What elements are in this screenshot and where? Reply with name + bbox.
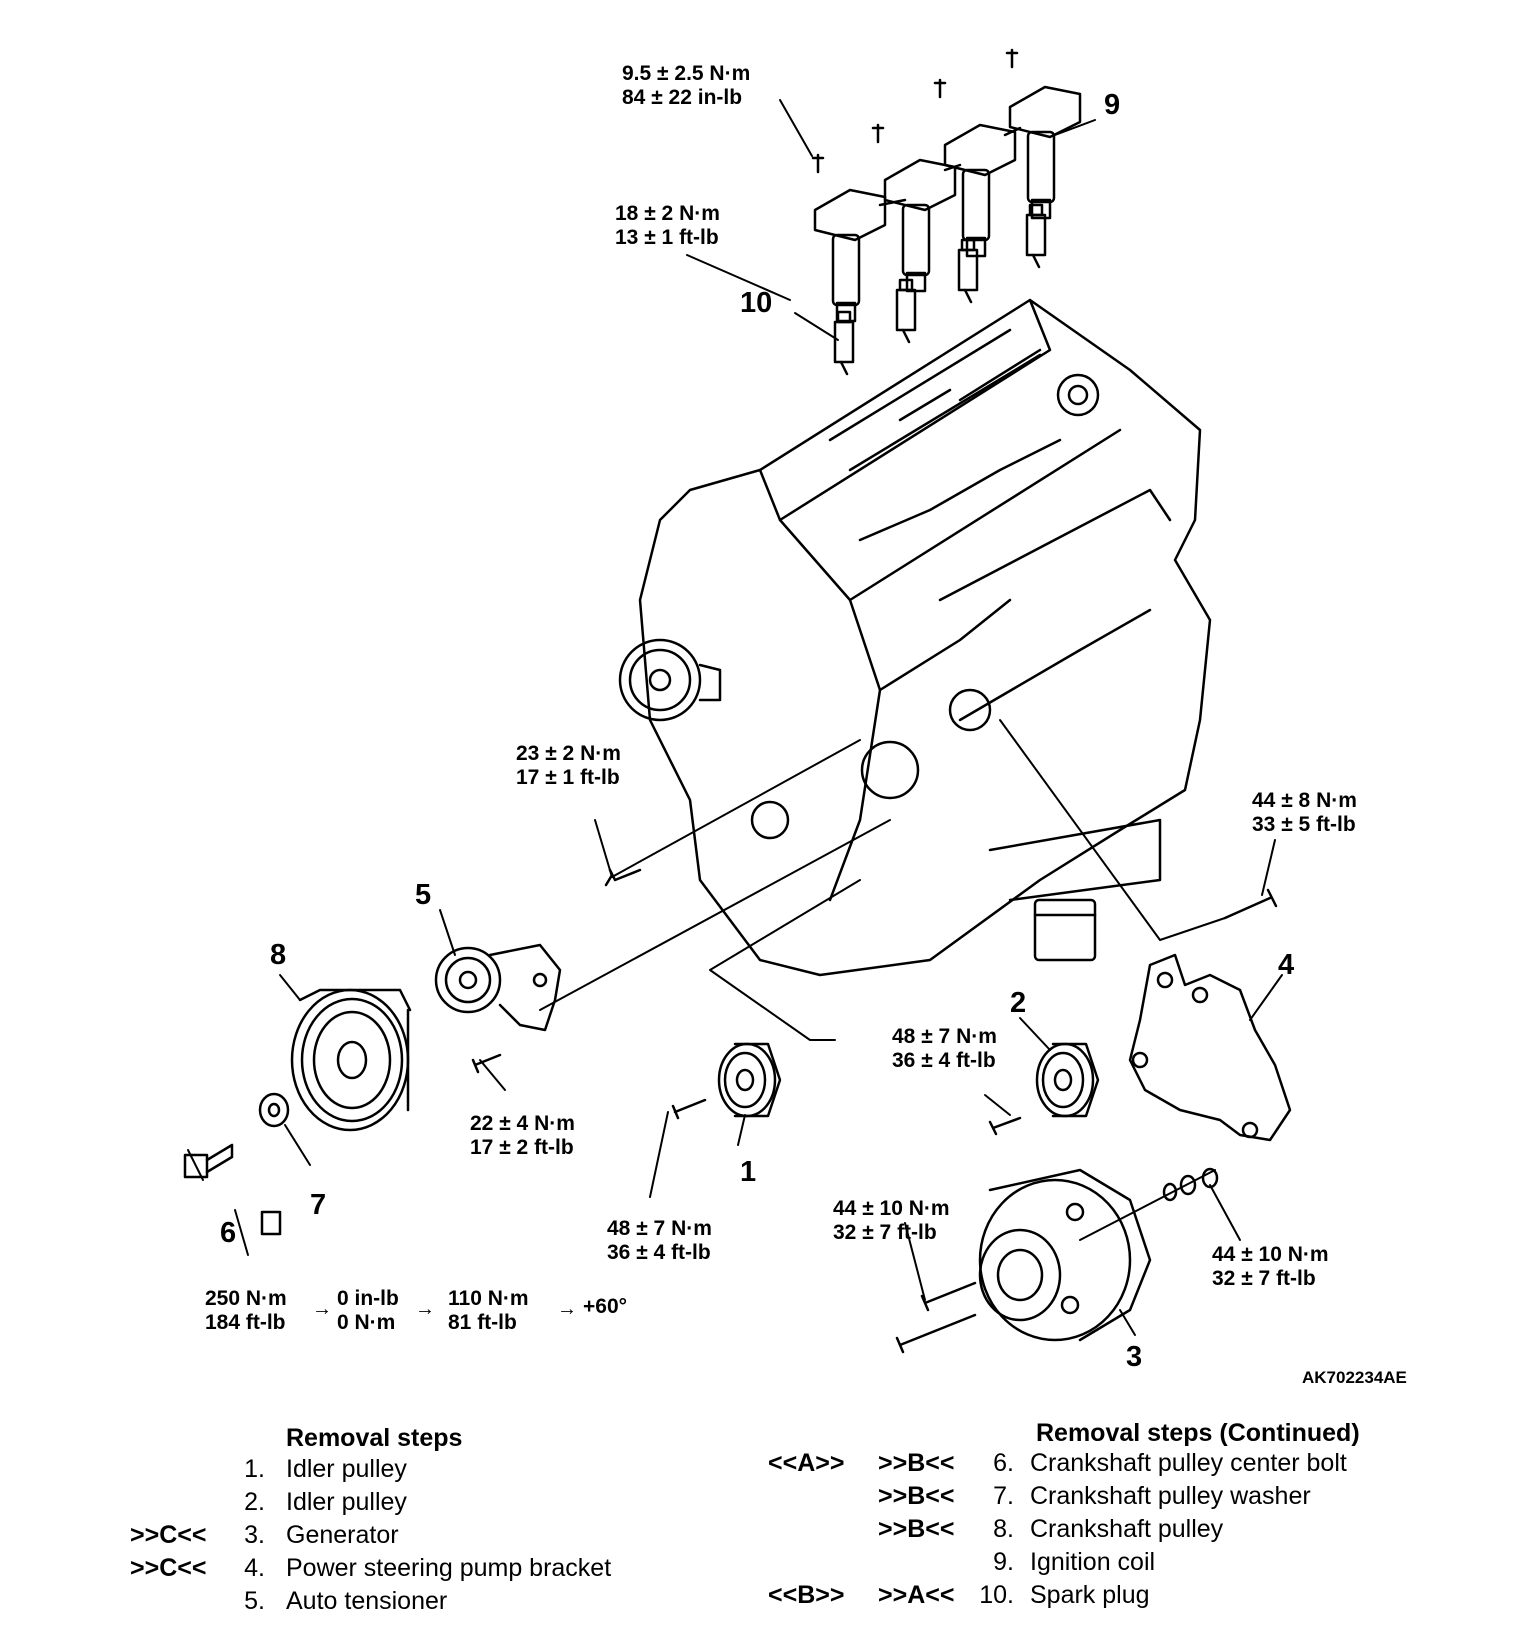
step-text: Spark plug bbox=[1030, 1581, 1150, 1609]
step-number: 10. bbox=[979, 1581, 1014, 1609]
callout-2: 2 bbox=[1010, 987, 1027, 1019]
step-text: Generator bbox=[286, 1521, 399, 1549]
spark-plugs bbox=[833, 203, 1047, 376]
power-steering-pump-bracket bbox=[1128, 953, 1292, 1142]
torque-metric: 22 ± 4 N·m bbox=[470, 1112, 575, 1135]
torque-label-idler1-bolt: 48 ± 7 N·m 36 ± 4 ft-lb bbox=[607, 1217, 712, 1265]
step-text: Ignition coil bbox=[1030, 1548, 1156, 1576]
procedure-code: >>A<< bbox=[878, 1581, 955, 1609]
step-text: Crankshaft pulley bbox=[1030, 1515, 1224, 1543]
torque-metric: 23 ± 2 N·m bbox=[516, 742, 621, 765]
step-number: 2. bbox=[244, 1488, 265, 1516]
torque-imperial: 184 ft-lb bbox=[205, 1311, 286, 1334]
torque-imperial: 13 ± 1 ft-lb bbox=[615, 226, 719, 249]
sequence-step-1: 250 N·m 184 ft-lb bbox=[205, 1287, 287, 1335]
step-number: 4. bbox=[244, 1554, 265, 1582]
torque-imperial: 84 ± 22 in-lb bbox=[622, 86, 743, 109]
procedure-code: >>B<< bbox=[878, 1515, 955, 1543]
sequence-step-3: 110 N·m 81 ft-lb bbox=[448, 1287, 529, 1335]
callout-10: 10 bbox=[740, 287, 773, 319]
torque-metric: 44 ± 8 N·m bbox=[1252, 789, 1357, 812]
torque-metric: 110 N·m bbox=[448, 1287, 529, 1310]
callout-4: 4 bbox=[1278, 949, 1295, 981]
torque-label-ps-bracket-bolt: 44 ± 8 N·m 33 ± 5 ft-lb bbox=[1252, 789, 1357, 837]
crankshaft-center-bolt bbox=[183, 1143, 282, 1236]
torque-imperial: 33 ± 5 ft-lb bbox=[1252, 813, 1356, 836]
torque-metric: 48 ± 7 N·m bbox=[607, 1217, 712, 1240]
step-number: 6. bbox=[993, 1449, 1014, 1477]
callout-9: 9 bbox=[1104, 89, 1121, 121]
callout-7: 7 bbox=[310, 1189, 327, 1221]
torque-metric: 250 N·m bbox=[205, 1287, 287, 1310]
torque-metric: 44 ± 10 N·m bbox=[833, 1197, 950, 1220]
crankshaft-pulley-washer bbox=[258, 1092, 290, 1128]
torque-label-idler2-bolt: 48 ± 7 N·m 36 ± 4 ft-lb bbox=[892, 1025, 997, 1073]
torque-metric: 0 N·m bbox=[337, 1311, 396, 1334]
torque-metric: 18 ± 2 N·m bbox=[615, 202, 720, 225]
torque-label-spark-plug: 18 ± 2 N·m 13 ± 1 ft-lb bbox=[615, 202, 720, 250]
removal-steps-continued-title: Removal steps (Continued) bbox=[1036, 1419, 1360, 1447]
callout-3: 3 bbox=[1126, 1341, 1143, 1373]
callout-5: 5 bbox=[415, 879, 432, 911]
torque-label-tensioner-bolt-b: 22 ± 4 N·m 17 ± 2 ft-lb bbox=[470, 1112, 575, 1160]
torque-imperial: 0 in-lb bbox=[337, 1287, 399, 1310]
torque-imperial: 81 ft-lb bbox=[448, 1311, 517, 1334]
callout-1: 1 bbox=[740, 1156, 757, 1188]
figure-id: AK702234AE bbox=[1302, 1368, 1407, 1387]
callout-6: 6 bbox=[220, 1217, 237, 1249]
step-text: Crankshaft pulley washer bbox=[1030, 1482, 1311, 1510]
torque-metric: 9.5 ± 2.5 N·m bbox=[622, 62, 751, 85]
step-text: Power steering pump bracket bbox=[286, 1554, 612, 1582]
torque-metric: 48 ± 7 N·m bbox=[892, 1025, 997, 1048]
step-text: Crankshaft pulley center bolt bbox=[1030, 1449, 1347, 1477]
procedure-code: >>B<< bbox=[878, 1449, 955, 1477]
leader-lines bbox=[187, 99, 1283, 1336]
torque-imperial: 17 ± 1 ft-lb bbox=[516, 766, 620, 789]
sequence-step-4: +60° bbox=[583, 1295, 628, 1318]
auto-tensioner bbox=[434, 943, 562, 1032]
procedure-code: <<A>> bbox=[768, 1449, 845, 1477]
callout-8: 8 bbox=[270, 939, 287, 971]
step-number: 7. bbox=[993, 1482, 1014, 1510]
engine-block bbox=[618, 298, 1212, 977]
sequence-step-2: 0 in-lb 0 N·m bbox=[337, 1287, 399, 1335]
torque-label-coil-bolt: 9.5 ± 2.5 N·m 84 ± 22 in-lb bbox=[622, 62, 750, 110]
step-text: Idler pulley bbox=[286, 1455, 407, 1483]
step-number: 9. bbox=[993, 1548, 1014, 1576]
torque-imperial: 17 ± 2 ft-lb bbox=[470, 1136, 574, 1159]
torque-imperial: 32 ± 7 ft-lb bbox=[1212, 1267, 1316, 1290]
torque-imperial: 36 ± 4 ft-lb bbox=[607, 1241, 711, 1264]
torque-label-generator-bolt-right: 44 ± 10 N·m 32 ± 7 ft-lb bbox=[1212, 1243, 1329, 1291]
step-number: 8. bbox=[993, 1515, 1014, 1543]
crankshaft-pulley bbox=[290, 988, 412, 1132]
sequence-arrow: → bbox=[557, 1298, 577, 1320]
procedure-code: >>C<< bbox=[130, 1521, 207, 1549]
step-number: 1. bbox=[244, 1455, 265, 1483]
loose-bolts bbox=[471, 868, 1278, 1354]
exploded-engine-diagram bbox=[183, 48, 1292, 1354]
sequence-arrow: → bbox=[415, 1298, 435, 1320]
torque-metric: 44 ± 10 N·m bbox=[1212, 1243, 1329, 1266]
removal-steps-title: Removal steps bbox=[286, 1424, 463, 1452]
procedure-code: >>C<< bbox=[130, 1554, 207, 1582]
procedure-code: <<B>> bbox=[768, 1581, 845, 1609]
torque-label-generator-bolt-left: 44 ± 10 N·m 32 ± 7 ft-lb bbox=[833, 1197, 950, 1245]
torque-label-tensioner-bolt-a: 23 ± 2 N·m 17 ± 1 ft-lb bbox=[516, 742, 621, 790]
sequence-arrow: → bbox=[312, 1298, 332, 1320]
idler-pulley-1 bbox=[717, 1042, 782, 1118]
torque-imperial: 32 ± 7 ft-lb bbox=[833, 1221, 937, 1244]
step-number: 5. bbox=[244, 1587, 265, 1615]
coil-bolts bbox=[811, 48, 1019, 174]
step-text: Idler pulley bbox=[286, 1488, 407, 1516]
torque-imperial: 36 ± 4 ft-lb bbox=[892, 1049, 996, 1072]
generator bbox=[978, 1168, 1152, 1342]
idler-pulley-2 bbox=[1035, 1042, 1100, 1118]
step-number: 3. bbox=[244, 1521, 265, 1549]
procedure-code: >>B<< bbox=[878, 1482, 955, 1510]
ignition-coil-assembly bbox=[813, 85, 1082, 323]
step-text: Auto tensioner bbox=[286, 1587, 448, 1615]
